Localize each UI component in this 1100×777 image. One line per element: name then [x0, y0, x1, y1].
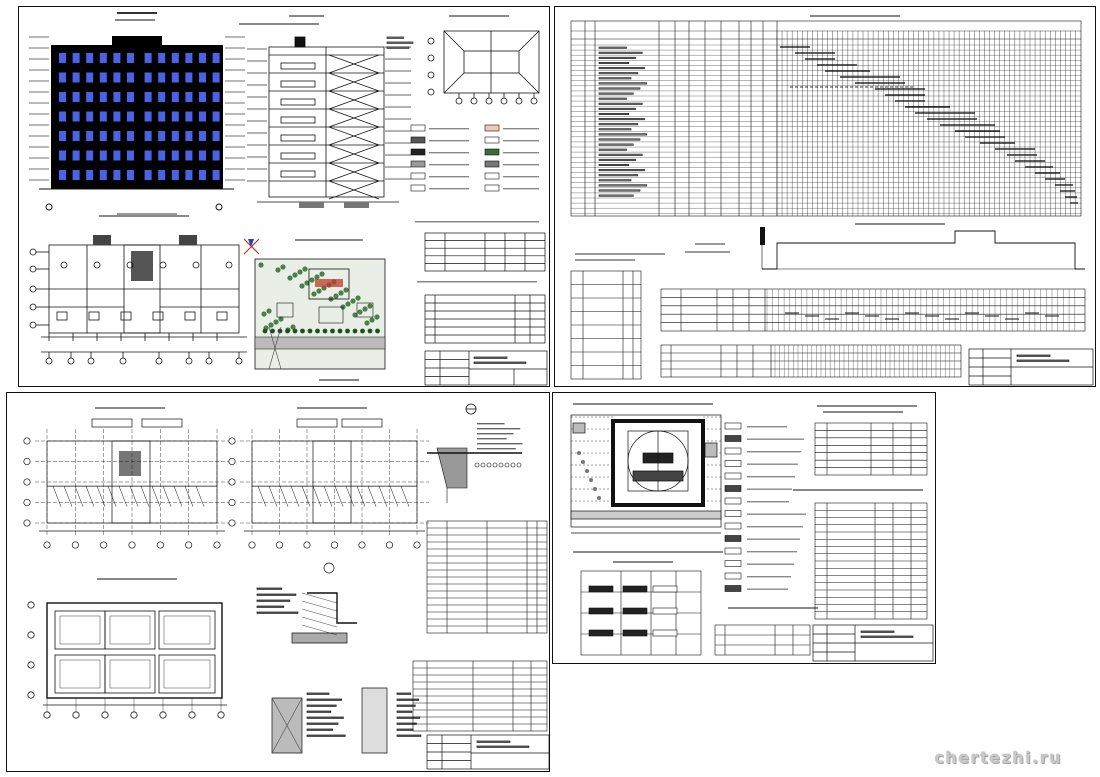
- site-plan: [243, 238, 386, 381]
- movement-chart: [660, 288, 1086, 378]
- left-schedule-table: [570, 253, 665, 380]
- building-section: [239, 23, 414, 208]
- bottom-table: [714, 624, 811, 656]
- watermark: chertezhi.ru: [934, 748, 1062, 767]
- typical-floor-plan: [29, 215, 247, 365]
- detail-section-1: [427, 403, 523, 503]
- foundation-plan-3: [27, 578, 227, 719]
- foundation-plan-1: [23, 407, 229, 549]
- title-block: [424, 350, 548, 386]
- labor-diagram: [685, 223, 1085, 270]
- notes-text: [115, 15, 324, 21]
- sheet-construction-plan: [552, 392, 936, 664]
- tep-table: [814, 502, 928, 620]
- storage-table: [580, 570, 702, 656]
- sheet-structures: [6, 392, 550, 772]
- materials-legend: [410, 124, 539, 283]
- construction-legend: [724, 405, 923, 609]
- spec-table: [412, 660, 548, 732]
- reinforcement-table: [426, 520, 548, 634]
- area-table: [424, 232, 546, 344]
- sheet-architecture: [18, 6, 550, 387]
- foundation-plan-2: [228, 407, 429, 549]
- gantt-chart: [570, 20, 1082, 217]
- roof-plan: [427, 15, 540, 105]
- construction-plan-drawing: [570, 403, 934, 662]
- title-block: [426, 734, 549, 770]
- schedule-title: [810, 15, 900, 17]
- schedule-drawing: [570, 15, 1094, 386]
- title-block: [968, 348, 1094, 386]
- stroygenplan: [570, 403, 723, 563]
- structures-drawing: [23, 403, 549, 770]
- sheet-schedule: [554, 6, 1096, 387]
- title-block: [812, 624, 934, 662]
- node-details: [256, 562, 422, 754]
- equipment-table: [814, 422, 928, 476]
- architecture-drawing: [29, 12, 548, 386]
- facade-elevation: [29, 12, 245, 215]
